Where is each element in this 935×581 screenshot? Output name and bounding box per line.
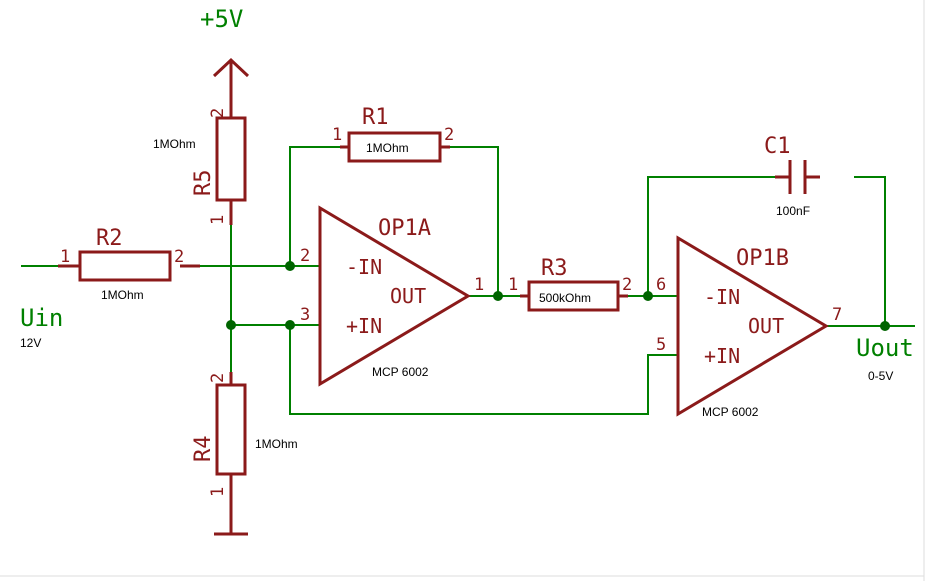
junction-dot [493, 291, 503, 301]
op1b-part: MCP 6002 [702, 405, 759, 419]
output-voltage-note: 0-5V [868, 369, 893, 383]
op1a-pin-out: 1 [474, 275, 484, 295]
opamp-op1b: OP1B -IN +IN OUT 6 5 7 MCP 6002 [656, 235, 842, 419]
op1a-pin-inv: 2 [300, 246, 310, 266]
r2-pin2-number: 2 [174, 247, 184, 267]
r5-value: 1MOhm [153, 137, 196, 151]
r1-pin1-number: 1 [332, 125, 342, 145]
resistor-r2: 1 2 R2 1MOhm [58, 226, 200, 302]
r3-pin2-number: 2 [622, 275, 632, 295]
r4-body [215, 383, 247, 476]
op1a-out-label: OUT [390, 284, 426, 308]
resistor-r1: 1 2 R1 1MOhm [332, 105, 454, 163]
r4-pin2-number: 2 [208, 373, 228, 383]
r4-pin1-number: 1 [208, 487, 228, 497]
r5-body [215, 116, 247, 202]
junction-dot [643, 291, 653, 301]
junction-dot [880, 321, 890, 331]
c1-name: C1 [764, 134, 791, 159]
op1b-inv-label: -IN [704, 285, 740, 309]
input-voltage-note: 12V [20, 336, 41, 350]
op1b-noninv-label: +IN [704, 344, 740, 368]
wire-r1-pin2-to-op1a-out [439, 146, 499, 297]
r2-pin1-number: 1 [60, 247, 70, 267]
op1b-pin-noninv: 5 [656, 335, 666, 355]
r2-value: 1MOhm [101, 288, 144, 302]
r4-name: R4 [191, 436, 216, 463]
r2-body [78, 250, 172, 282]
op1a-part: MCP 6002 [372, 365, 429, 379]
junction-dot [285, 320, 295, 330]
supply-label: +5V [200, 5, 243, 33]
wire-reference-loop [289, 324, 679, 415]
r5-name: R5 [191, 170, 216, 197]
op1b-triangle [676, 235, 829, 417]
r2-name: R2 [96, 226, 123, 251]
op1b-name: OP1B [736, 246, 789, 271]
op1a-inv-label: -IN [346, 255, 382, 279]
supply-symbol: +5V [200, 5, 250, 118]
resistor-r5: 2 1 R5 1MOhm [153, 108, 247, 225]
op1b-pin-inv: 6 [656, 275, 666, 295]
capacitor-c1: C1 100nF [764, 134, 820, 218]
r1-name: R1 [362, 105, 389, 130]
junctions [226, 261, 890, 331]
op1a-pin-noninv: 3 [300, 305, 310, 325]
r3-value: 500kOhm [539, 291, 591, 305]
r5-pin2-number: 2 [208, 108, 228, 118]
resistor-r3: 1 2 R3 500kOhm [508, 256, 632, 312]
junction-dot [285, 261, 295, 271]
op1b-pin-out: 7 [832, 305, 842, 325]
input-label: Uin [20, 304, 63, 332]
r1-value: 1MOhm [366, 141, 409, 155]
resistor-r4: 2 1 R4 1MOhm [191, 372, 298, 497]
op1a-triangle [318, 205, 471, 387]
junction-dot [226, 320, 236, 330]
op1a-name: OP1A [378, 216, 431, 241]
r3-body [527, 280, 620, 312]
wire-c1-loop [647, 176, 886, 327]
opamp-op1a: OP1A -IN +IN OUT 2 3 1 MCP 6002 [300, 205, 484, 387]
r3-name: R3 [541, 256, 568, 281]
r5-pin1-number: 1 [208, 215, 228, 225]
r3-pin1-number: 1 [508, 275, 518, 295]
c1-value: 100nF [776, 204, 810, 218]
r4-value: 1MOhm [255, 437, 298, 451]
wire-r1-pin1 [289, 146, 350, 267]
op1b-out-label: OUT [748, 314, 784, 338]
r1-body [347, 131, 442, 163]
output-label: Uout [856, 334, 914, 362]
op1a-noninv-label: +IN [346, 314, 382, 338]
r1-pin2-number: 2 [444, 125, 454, 145]
